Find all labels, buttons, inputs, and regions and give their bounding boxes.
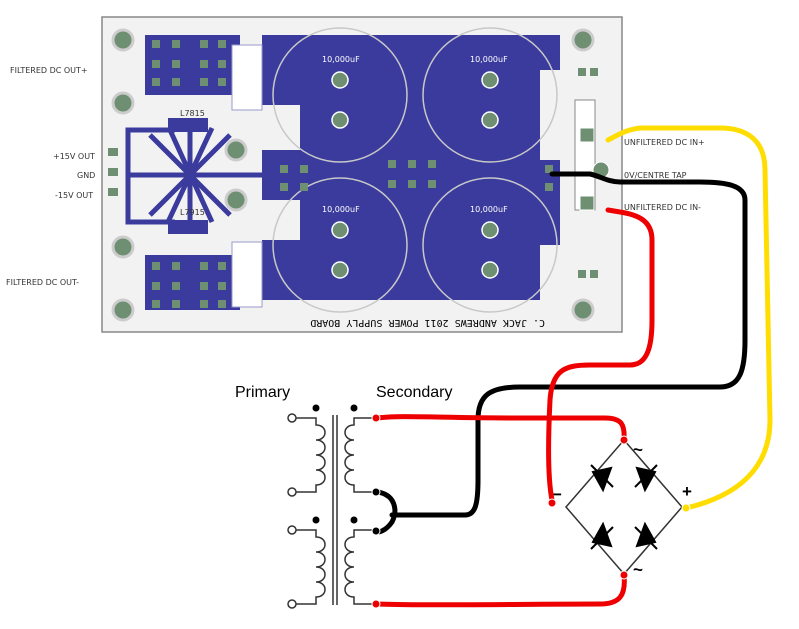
primary-terminals: [287, 413, 297, 609]
label-unfiltered-dc-in-neg: UNFILTERED DC IN-: [624, 203, 701, 212]
wire-end-terminals: [371, 413, 629, 609]
primary-coil-top: [293, 417, 326, 493]
wire-end-terminals-yellow: [681, 503, 691, 513]
label-centre-tap: 0V/CENTRE TAP: [624, 171, 687, 180]
transformer: Primary Secondary: [235, 384, 453, 609]
secondary-coil-top: [344, 417, 375, 493]
input-connector: [574, 99, 596, 211]
bridge-rectifier: + − ~ ~: [552, 438, 692, 579]
board-footer: C. JACK ANDREWS 2011 POWER SUPPLY BOARD: [310, 317, 545, 328]
regulator-bottom-label: L7915: [180, 208, 205, 217]
capacitor-pads: [331, 71, 499, 279]
regulator-top-label: L7815: [180, 109, 205, 118]
regulator-bottom-body: [168, 220, 208, 234]
bridge-outline: [565, 438, 683, 576]
input-connector-pads: [579, 127, 610, 211]
diodes: [590, 464, 658, 550]
star-ground: [125, 125, 262, 230]
primary-label: Primary: [235, 384, 290, 401]
capacitor-label-4: 10,000uF: [470, 205, 508, 214]
bridge-ac-sign-bottom: ~: [633, 560, 643, 579]
small-component-pads: [108, 40, 598, 308]
regulator-top-body: [168, 118, 208, 132]
bridge-minus-sign: −: [552, 485, 562, 504]
label-15v-out: +15V OUT: [53, 152, 95, 161]
wires: [371, 125, 773, 609]
mounting-holes: [111, 28, 595, 322]
label-gnd: GND: [77, 171, 95, 180]
capacitor-circles: [272, 27, 558, 313]
label-unfiltered-dc-in-pos: UNFILTERED DC IN+: [624, 138, 705, 147]
secondary-label: Secondary: [376, 384, 453, 401]
red-wire-bottom: [375, 572, 627, 608]
heatsink-top: [231, 44, 263, 111]
label-filtered-dc-out-neg: FILTERED DC OUT-: [6, 278, 79, 287]
bridge-ac-sign-top: ~: [633, 440, 643, 459]
primary-coil-bottom: [293, 529, 326, 605]
pcb-board: 10,000uF 10,000uF 10,000uF 10,000uF L781…: [101, 16, 623, 333]
capacitor-label-3: 10,000uF: [322, 205, 360, 214]
red-wire-top: [375, 414, 627, 443]
capacitor-label-2: 10,000uF: [470, 55, 508, 64]
red-wire-negative: [546, 207, 655, 503]
secondary-coil-bottom: [344, 529, 375, 605]
heatsink-bottom: [231, 241, 263, 308]
wire-end-terminals-black: [371, 487, 381, 536]
bridge-plus-sign: +: [682, 482, 692, 501]
capacitor-label-1: 10,000uF: [322, 55, 360, 64]
yellow-wire: [605, 125, 773, 511]
label-filtered-dc-out-pos: FILTERED DC OUT+: [10, 66, 88, 75]
label-neg-15v-out: -15V OUT: [55, 191, 93, 200]
polarity-dots: [312, 404, 358, 524]
